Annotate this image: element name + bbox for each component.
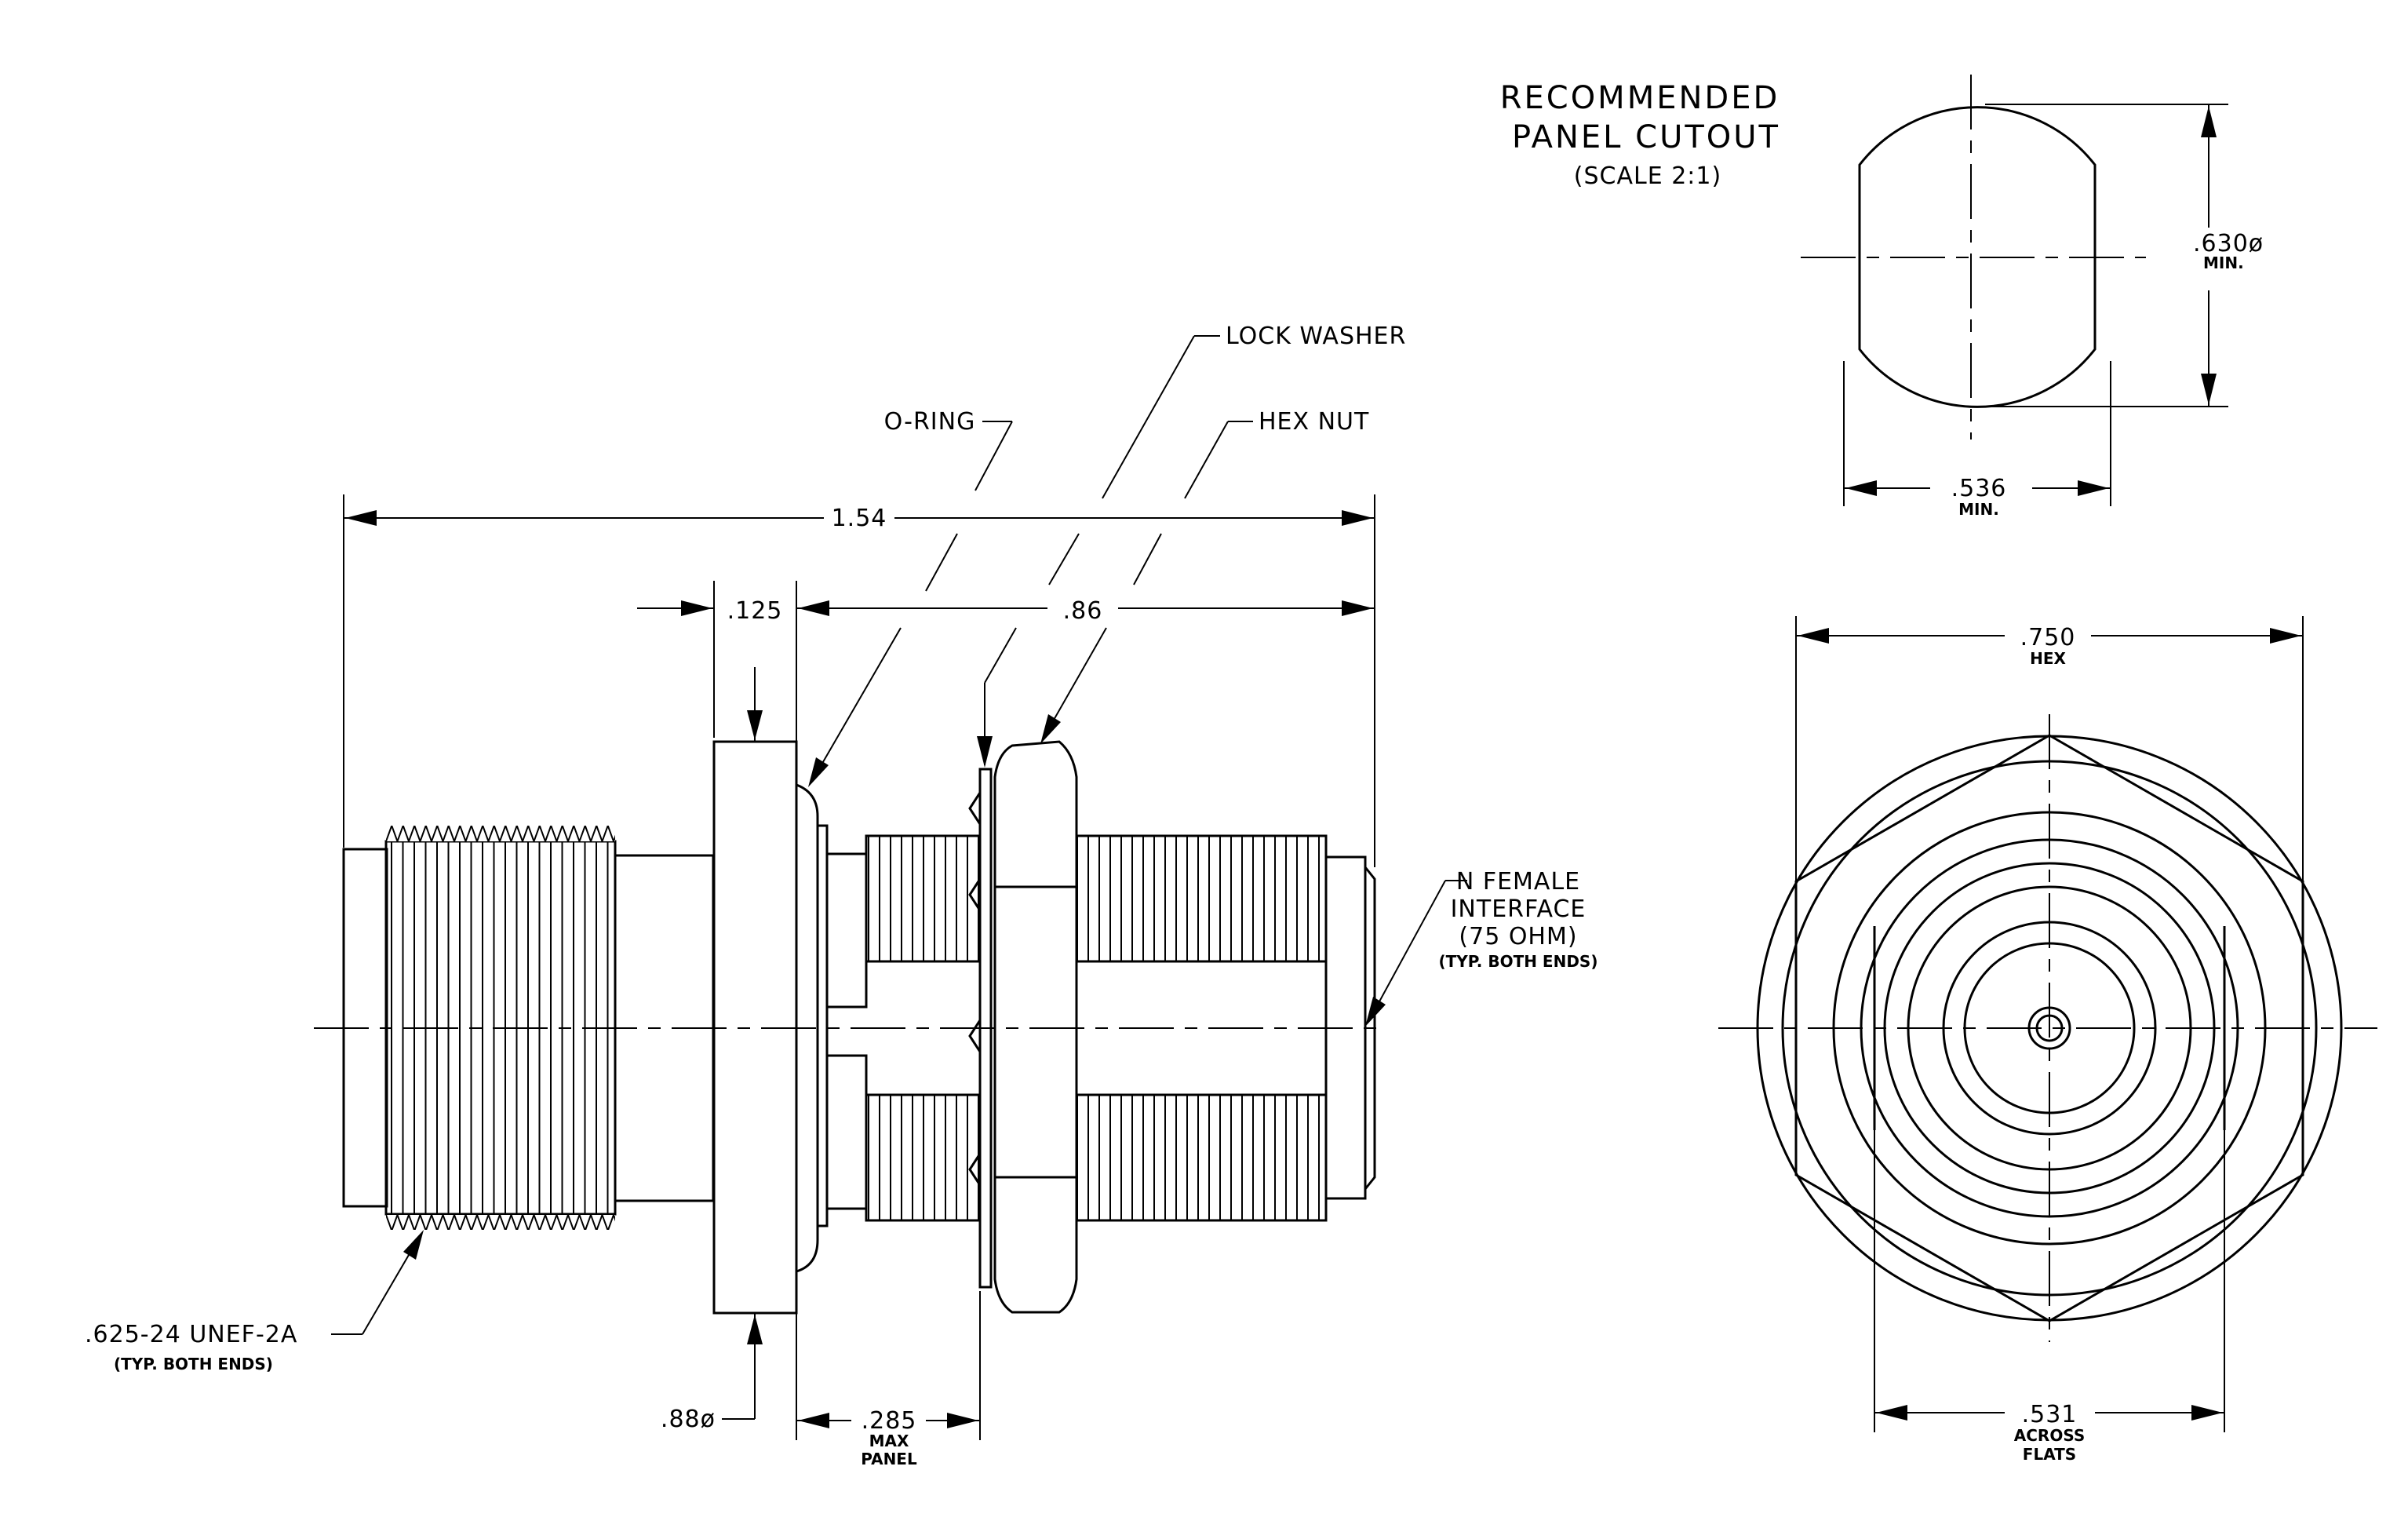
- dim-panel-note2: PANEL: [861, 1450, 917, 1468]
- hex-nut: [993, 740, 1078, 1314]
- cutout-title-line1: RECOMMENDED: [1500, 80, 1780, 116]
- callout-interface-2: INTERFACE: [1451, 895, 1587, 923]
- cutout-diameter-note: MIN.: [2203, 254, 2244, 272]
- right-thread-upper: [865, 834, 982, 963]
- dim-rear-length: .86: [1063, 597, 1103, 625]
- callout-interface-1: N FEMALE: [1456, 868, 1580, 895]
- cutout-width-note: MIN.: [1958, 500, 1999, 519]
- connector-side-view: 1.54 .125 .86 .88ø .285 MAX PANEL O-RING: [85, 323, 1597, 1468]
- cutout-title-line2: PANEL CUTOUT: [1512, 119, 1780, 155]
- cutout-title: RECOMMENDED PANEL CUTOUT (SCALE 2:1): [1500, 80, 1780, 190]
- dim-flange-diameter: .88ø: [661, 1406, 716, 1433]
- dim-flats-note1: ACROSS: [2014, 1426, 2085, 1445]
- cutout-outline: [1858, 106, 2097, 408]
- dim-panel-note1: MAX: [869, 1432, 909, 1450]
- panel-block-upper: [825, 852, 868, 1009]
- dim-hex-value: .750: [2020, 624, 2076, 651]
- right-thread-lower: [865, 1093, 982, 1222]
- connector-end-view: .750 HEX .531 ACROSS FLATS: [1718, 616, 2377, 1464]
- rear-thread-lower: [1075, 1093, 1328, 1222]
- callout-lock-washer: LOCK WASHER: [1226, 323, 1406, 350]
- callout-interface-3: (75 OHM): [1459, 923, 1577, 950]
- dim-flats-note2: FLATS: [2023, 1445, 2076, 1464]
- dim-hex-note: HEX: [2030, 649, 2066, 668]
- dim-panel-value: .285: [862, 1407, 917, 1435]
- dim-overall-length: 1.54: [832, 505, 887, 532]
- panel-block-lower: [825, 1054, 868, 1210]
- callout-o-ring: O-RING: [884, 408, 976, 436]
- callout-hex-nut: HEX NUT: [1259, 408, 1369, 436]
- dim-flats-value: .531: [2022, 1401, 2078, 1428]
- dim-flange-thickness: .125: [727, 597, 783, 625]
- cutout-diameter-value: .630ø: [2193, 230, 2264, 257]
- panel-cutout-view: .630ø MIN. .536 MIN.: [1801, 75, 2264, 519]
- callout-interface-4: (TYP. BOTH ENDS): [1439, 952, 1598, 971]
- cutout-scale-note: (SCALE 2:1): [1574, 162, 1721, 190]
- cutout-width-value: .536: [1951, 475, 2007, 502]
- rear-thread-upper: [1075, 834, 1328, 963]
- thread-spec: .625-24 UNEF-2A: [85, 1321, 297, 1348]
- thread-note: (TYP. BOTH ENDS): [114, 1355, 273, 1373]
